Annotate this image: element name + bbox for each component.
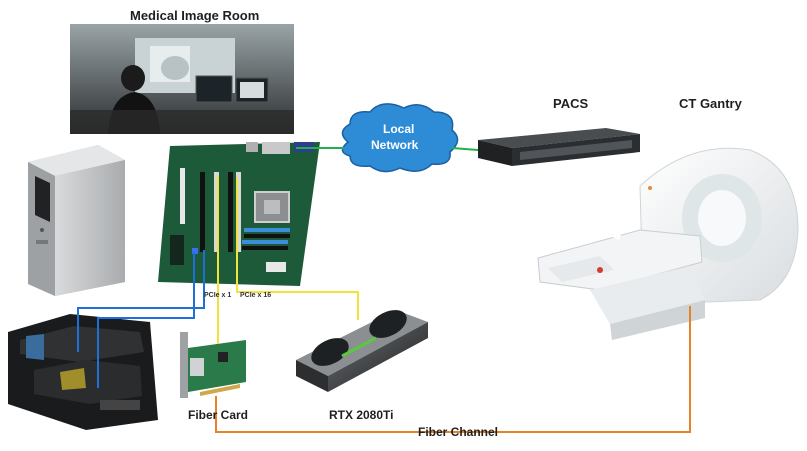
connections: [77, 147, 691, 433]
pacs-server: [478, 128, 640, 166]
label-ct-gantry: CT Gantry: [679, 96, 742, 111]
label-medical-image-room: Medical Image Room: [130, 8, 260, 23]
medical-image-room-photo: [70, 24, 294, 134]
pcie-x1-link: [77, 250, 205, 352]
label-rtx-2080ti: RTX 2080Ti: [329, 408, 394, 422]
pcie-x1-link-2: [97, 252, 195, 388]
label-network-line2: Network: [371, 138, 419, 152]
label-network-line1: Local: [383, 122, 415, 136]
label-pcie-x16: PCIe x 16: [240, 292, 272, 299]
label-fiber-card: Fiber Card: [188, 408, 249, 422]
pcie-x16-link: [236, 178, 359, 320]
rtx-2080ti-gpu: [296, 310, 428, 392]
local-network-cloud: [341, 103, 459, 173]
fiber-channel-link: [215, 306, 691, 433]
label-fiber-channel: Fiber Channel: [418, 425, 499, 439]
industrial-pc-case: [28, 145, 125, 296]
fiber-card-photo: [180, 332, 246, 398]
ct-gantry: [537, 147, 799, 340]
drive-cage-photo: [8, 314, 158, 430]
motherboard: [158, 142, 320, 286]
network-link-pacs: [451, 147, 479, 151]
label-pcie-x1: PCIe x 1: [204, 292, 232, 299]
label-pacs: PACS: [553, 96, 589, 111]
